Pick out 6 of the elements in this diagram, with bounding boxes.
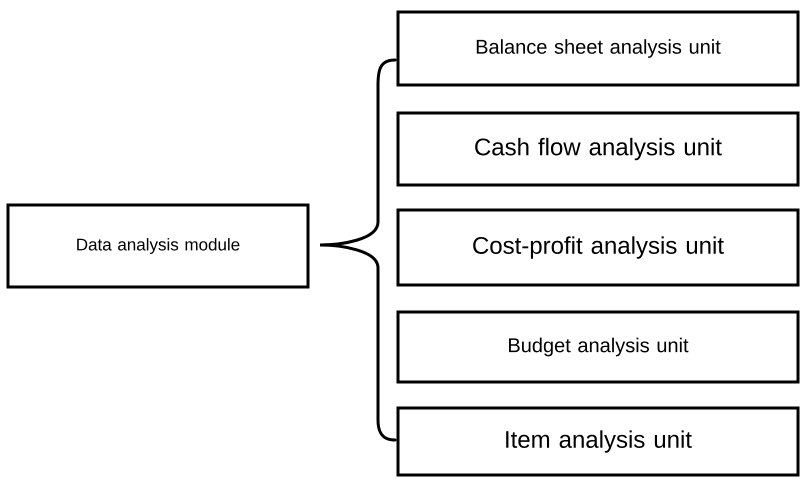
unit-box: Cash flow analysis unit bbox=[396, 112, 800, 186]
unit-box: Balance sheet analysis unit bbox=[396, 10, 800, 86]
unit-box: Cost-profit analysis unit bbox=[396, 208, 800, 286]
unit-box: Item analysis unit bbox=[396, 406, 800, 476]
module-box: Data analysis module bbox=[6, 204, 310, 288]
unit-box: Budget analysis unit bbox=[396, 310, 800, 384]
